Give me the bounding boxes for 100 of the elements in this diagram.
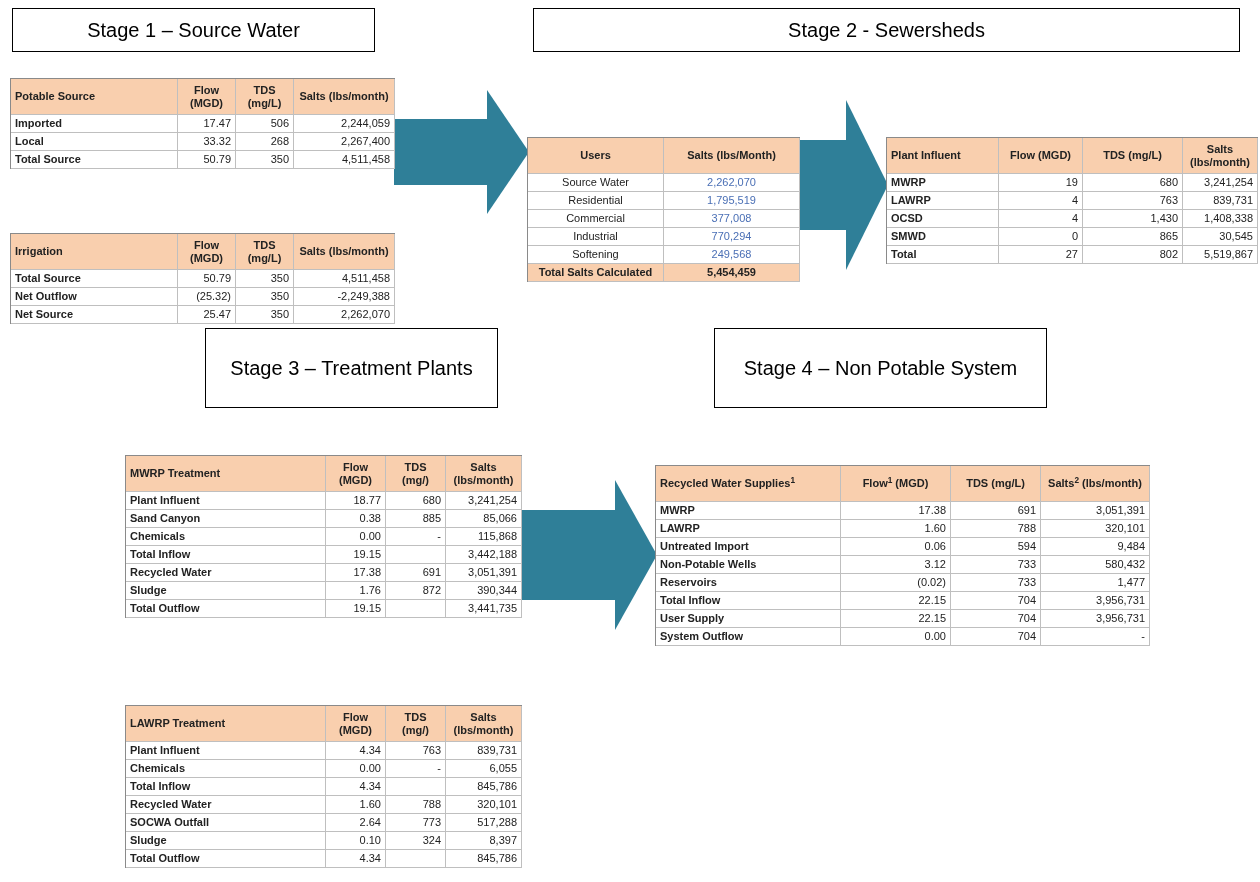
table-cell: 25.47: [178, 306, 236, 324]
table-cell: Total Inflow: [126, 778, 326, 796]
table-cell: MWRP: [656, 502, 841, 520]
table-cell: 6,055: [446, 760, 522, 778]
table-cell: 268: [236, 133, 294, 151]
table-cell: 839,731: [446, 742, 522, 760]
table-cell: 19: [999, 174, 1083, 192]
table-cell: 733: [951, 574, 1041, 592]
table-cell: (0.02): [841, 574, 951, 592]
table-cell: Net Source: [11, 306, 178, 324]
column-header: LAWRP Treatment: [126, 706, 326, 742]
table-cell: 30,545: [1183, 228, 1258, 246]
table-cell: 733: [951, 556, 1041, 574]
table-cell: 1.76: [326, 582, 386, 600]
table-cell: 3,051,391: [446, 564, 522, 582]
table-cell: 1,408,338: [1183, 210, 1258, 228]
table-cell: 3,441,735: [446, 600, 522, 618]
table-cell: 85,066: [446, 510, 522, 528]
table-cell: Non-Potable Wells: [656, 556, 841, 574]
table-cell: 788: [951, 520, 1041, 538]
table-cell: Chemicals: [126, 760, 326, 778]
column-header: Users: [528, 138, 664, 174]
table-cell: Net Outflow: [11, 288, 178, 306]
table-cell: 691: [386, 564, 446, 582]
table-cell: 377,008: [664, 210, 800, 228]
column-header: Flow (MGD): [326, 706, 386, 742]
table-cell: Sludge: [126, 582, 326, 600]
table-cell: 350: [236, 288, 294, 306]
table-cell: 4.34: [326, 850, 386, 868]
table-cell: Total Source: [11, 151, 178, 169]
table-cell: -: [386, 760, 446, 778]
table-cell: 17.47: [178, 115, 236, 133]
table-cell: SMWD: [887, 228, 999, 246]
table-cell: 18.77: [326, 492, 386, 510]
table-cell: 3,442,188: [446, 546, 522, 564]
column-header: TDS (mg/L): [1083, 138, 1183, 174]
data-table: [655, 465, 1150, 646]
column-header: Flow$^{1}$ (MGD): [841, 466, 951, 502]
table-cell: 4,511,458: [294, 151, 395, 169]
table-cell: 691: [951, 502, 1041, 520]
table-cell: Untreated Import: [656, 538, 841, 556]
table-cell: OCSD: [887, 210, 999, 228]
block-arrow: [521, 480, 657, 630]
column-header: TDS (mg/L): [236, 79, 294, 115]
table-cell: 704: [951, 610, 1041, 628]
table-cell: Total Outflow: [126, 850, 326, 868]
table-cell: 19.15: [326, 546, 386, 564]
table-cell: 33.32: [178, 133, 236, 151]
table-cell: Total: [887, 246, 999, 264]
data-table: [10, 78, 395, 169]
table-cell: 845,786: [446, 778, 522, 796]
table-cell: 320,101: [1041, 520, 1150, 538]
stage-box: Stage 3 – Treatment Plants: [205, 328, 498, 408]
table-cell: 839,731: [1183, 192, 1258, 210]
table-cell: 0.38: [326, 510, 386, 528]
table-cell: LAWRP: [887, 192, 999, 210]
table-cell: 50.79: [178, 270, 236, 288]
table-cell: 1.60: [326, 796, 386, 814]
column-header: Salts$^{2}$ (lbs/month): [1041, 466, 1150, 502]
table-cell: 1,795,519: [664, 192, 800, 210]
table-cell: 0.00: [841, 628, 951, 646]
table-cell: User Supply: [656, 610, 841, 628]
table-cell: Total Inflow: [656, 592, 841, 610]
table-cell: Recycled Water: [126, 564, 326, 582]
column-header: Salts (lbs/month): [446, 706, 522, 742]
table-cell: 3,241,254: [446, 492, 522, 510]
data-table: [125, 455, 522, 618]
column-header: TDS (mg/): [386, 706, 446, 742]
table-cell: 5,519,867: [1183, 246, 1258, 264]
table-cell: Industrial: [528, 228, 664, 246]
table-cell: LAWRP: [656, 520, 841, 538]
table-cell: 249,568: [664, 246, 800, 264]
table-cell: Softening: [528, 246, 664, 264]
table-cell: SOCWA Outfall: [126, 814, 326, 832]
table-cell: 845,786: [446, 850, 522, 868]
table-cell: (25.32): [178, 288, 236, 306]
data-table: [10, 233, 395, 324]
column-header: Flow (MGD): [326, 456, 386, 492]
table-cell: 680: [1083, 174, 1183, 192]
table-cell: 0.06: [841, 538, 951, 556]
table-cell: 350: [236, 306, 294, 324]
table-cell: Source Water: [528, 174, 664, 192]
table-cell: Reservoirs: [656, 574, 841, 592]
table-cell: 3,051,391: [1041, 502, 1150, 520]
column-header: TDS (mg/L): [951, 466, 1041, 502]
table-cell: 27: [999, 246, 1083, 264]
column-header: Plant Influent: [887, 138, 999, 174]
table-cell: 770,294: [664, 228, 800, 246]
table-cell: 2,262,070: [294, 306, 395, 324]
table-cell: 350: [236, 151, 294, 169]
table-cell: Sand Canyon: [126, 510, 326, 528]
column-header: Salts (lbs/month): [446, 456, 522, 492]
table-cell: Commercial: [528, 210, 664, 228]
column-header: Potable Source: [11, 79, 178, 115]
table-cell: MWRP: [887, 174, 999, 192]
table-cell: 2.64: [326, 814, 386, 832]
table-cell: System Outflow: [656, 628, 841, 646]
table-cell: 0.00: [326, 528, 386, 546]
table-cell: 763: [1083, 192, 1183, 210]
table-cell: 17.38: [326, 564, 386, 582]
